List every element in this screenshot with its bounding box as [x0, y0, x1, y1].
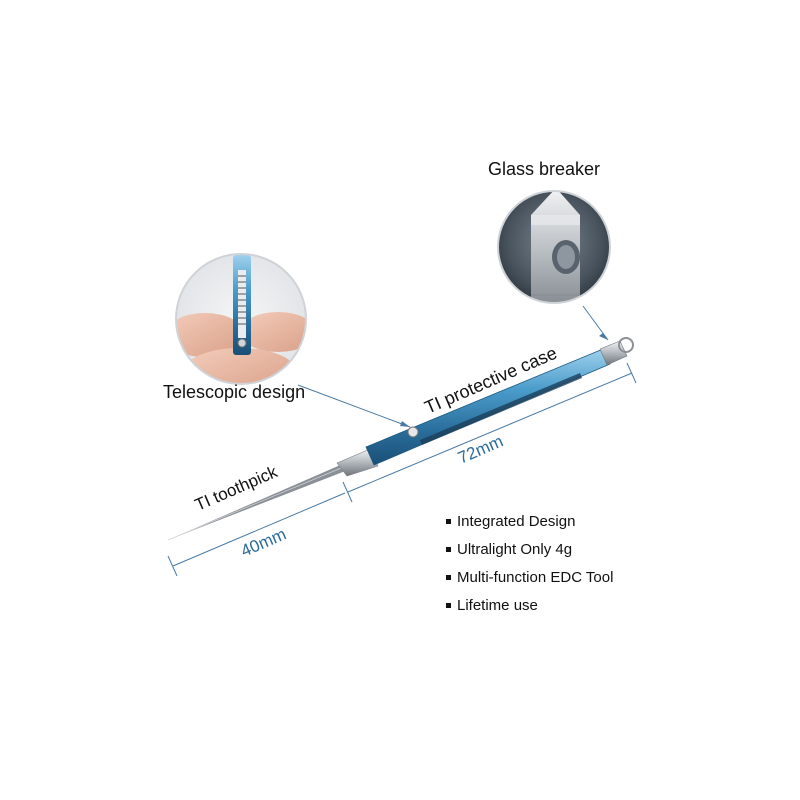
case-dimension — [342, 362, 637, 503]
glass-breaker-inset — [497, 190, 611, 304]
feature-label: Multi-function EDC Tool — [457, 569, 614, 586]
bullet-icon — [446, 603, 451, 608]
toothpick-dimension-text: 40mm — [238, 524, 289, 560]
feature-item: Ultralight Only 4g — [446, 541, 572, 558]
toothpick-label: TI toothpick — [192, 462, 281, 515]
feature-label: Ultralight Only 4g — [457, 541, 573, 558]
toothpick-dimension — [167, 492, 346, 577]
toothpick-tool — [167, 337, 634, 541]
bullet-icon — [446, 575, 451, 580]
telescopic-design-inset — [175, 253, 307, 385]
telescopic-leader — [297, 384, 411, 428]
feature-label: Integrated Design — [457, 513, 576, 530]
bullet-icon — [446, 519, 451, 524]
feature-item: Multi-function EDC Tool — [446, 569, 613, 586]
bullet-icon — [446, 547, 451, 552]
feature-label: Lifetime use — [457, 597, 538, 614]
glass-breaker-label: Glass breaker — [488, 159, 600, 179]
feature-item: Integrated Design — [446, 513, 575, 530]
feature-item: Lifetime use — [446, 597, 538, 614]
telescopic-design-label: Telescopic design — [163, 382, 305, 402]
